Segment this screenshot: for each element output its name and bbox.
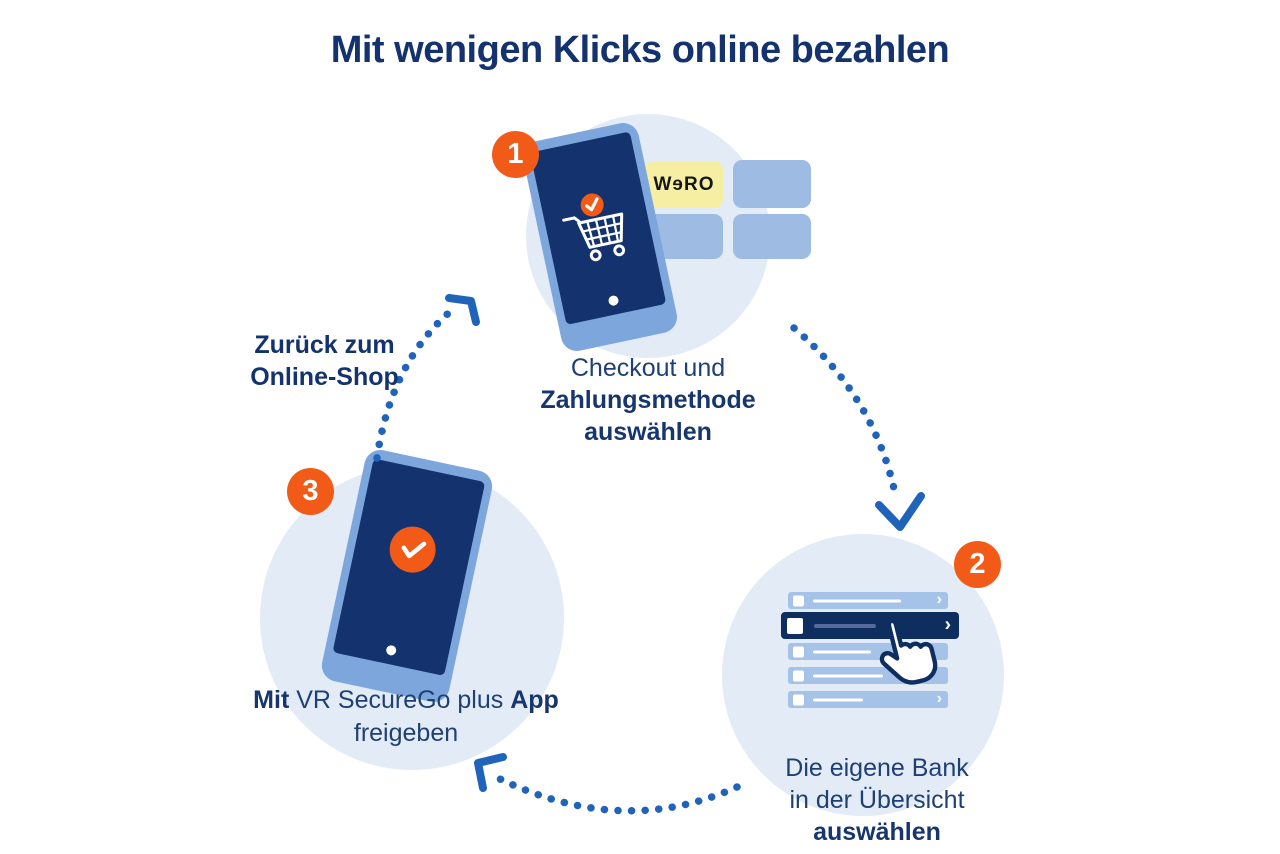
home-button-dot xyxy=(607,294,620,307)
caption-line: in der Übersicht xyxy=(717,784,1037,816)
wero-logo: WɘRO xyxy=(645,161,723,208)
bank-logo-placeholder xyxy=(793,646,804,657)
checkmark-icon xyxy=(401,541,427,559)
caption-text: Die eigene Bank xyxy=(785,754,969,782)
caption-text: Mit xyxy=(253,686,297,714)
bank-name-placeholder xyxy=(813,650,871,653)
shopping-cart-icon xyxy=(562,193,626,262)
caption-line: Mit VR SecureGo plus App xyxy=(211,684,601,717)
caption-line: Zahlungsmethode xyxy=(488,384,808,416)
caption-line: freigeben xyxy=(211,717,601,750)
caption-line: auswählen xyxy=(717,816,1037,848)
back-to-shop-label: Zurück zum Online-Shop xyxy=(212,329,437,393)
dotted-arc-icon xyxy=(790,324,900,502)
caption-text: App xyxy=(510,686,559,714)
step-number-badge: 2 xyxy=(954,541,1001,588)
step-number-badge: 3 xyxy=(287,468,334,515)
bank-logo-placeholder xyxy=(793,670,804,681)
caption-line: Die eigene Bank xyxy=(717,752,1037,784)
caption-text: freigeben xyxy=(353,719,459,747)
caption-text: Checkout und xyxy=(570,354,726,382)
arrow-step2-to-step3 xyxy=(474,753,741,815)
arrowhead-upleft-icon xyxy=(474,753,507,792)
caption-text: auswählen xyxy=(813,818,941,846)
page-title: Mit wenigen Klicks online bezahlen xyxy=(330,29,950,72)
caption-text: VR SecureGo plus xyxy=(296,686,511,714)
bank-list-item-selected: › xyxy=(781,612,959,639)
home-button-dot xyxy=(385,644,398,657)
phone-checkout-illustration xyxy=(520,120,680,354)
step3-caption: Mit VR SecureGo plus App freigeben xyxy=(211,684,601,750)
dotted-arc-icon xyxy=(488,771,741,815)
caption-line: Online-Shop xyxy=(212,361,437,393)
caption-text: auswählen xyxy=(584,418,712,446)
arrowhead-upright-icon xyxy=(445,294,480,326)
bank-logo-placeholder xyxy=(787,617,803,634)
caption-text: Zahlungsmethode xyxy=(540,386,756,414)
caption-line: Checkout und xyxy=(488,352,808,384)
chevron-right-icon: › xyxy=(936,690,942,708)
bank-list-item: › xyxy=(788,592,948,609)
bank-logo-placeholder xyxy=(793,694,804,705)
step-number-badge: 1 xyxy=(492,131,539,178)
phone-screen xyxy=(529,131,667,325)
step2-caption: Die eigene Bank in der Übersicht auswähl… xyxy=(717,752,1037,848)
caption-line: Zurück zum xyxy=(212,329,437,361)
chevron-right-icon: › xyxy=(936,591,942,609)
bank-name-placeholder xyxy=(813,599,901,602)
bank-name-placeholder xyxy=(813,698,863,701)
bank-name-placeholder xyxy=(813,674,883,677)
hand-pointer-icon xyxy=(879,616,938,685)
payment-tile xyxy=(733,160,811,208)
check-badge-icon xyxy=(385,522,440,578)
phone-screen xyxy=(332,458,486,676)
bank-name-placeholder xyxy=(814,623,876,628)
chevron-right-icon: › xyxy=(944,614,951,636)
step1-caption: Checkout und Zahlungsmethode auswählen xyxy=(488,352,808,448)
caption-text: Online-Shop xyxy=(250,363,399,391)
arrowhead-down-icon xyxy=(875,492,925,531)
payment-tile xyxy=(733,214,811,259)
phone-securego-illustration xyxy=(318,447,496,705)
bank-logo-placeholder xyxy=(793,595,804,606)
check-badge-icon xyxy=(580,193,604,217)
bank-list-item: › xyxy=(788,691,948,708)
caption-line: auswählen xyxy=(488,416,808,448)
arrow-step1-to-step2 xyxy=(790,324,925,531)
caption-text: in der Übersicht xyxy=(789,786,965,814)
caption-text: Zurück zum xyxy=(254,331,395,359)
